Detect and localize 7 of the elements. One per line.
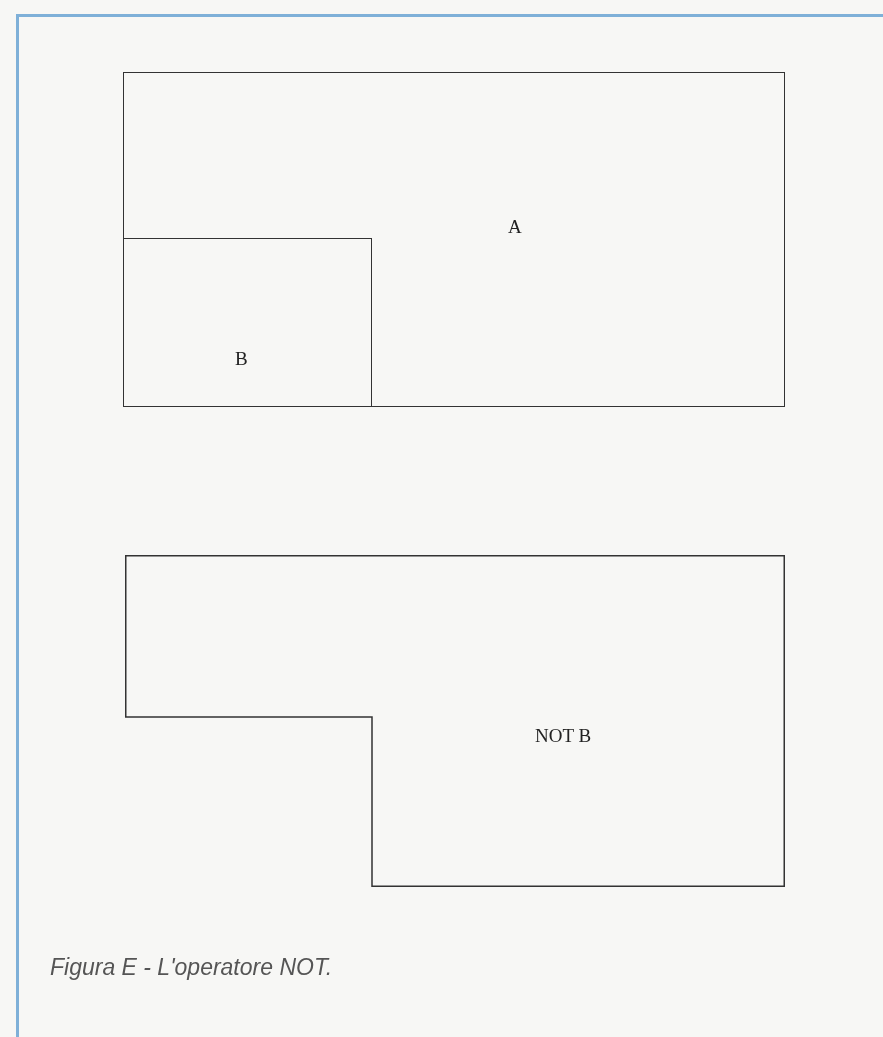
rectangle-region: [123, 238, 372, 407]
region-label: A: [508, 215, 522, 239]
rectangle-region: [123, 72, 785, 407]
figure-caption: Figura E - L'operatore NOT.: [50, 953, 333, 982]
region-label: NOT B: [535, 724, 592, 748]
l-shaped-region: [125, 555, 785, 887]
region-label: B: [235, 347, 248, 371]
